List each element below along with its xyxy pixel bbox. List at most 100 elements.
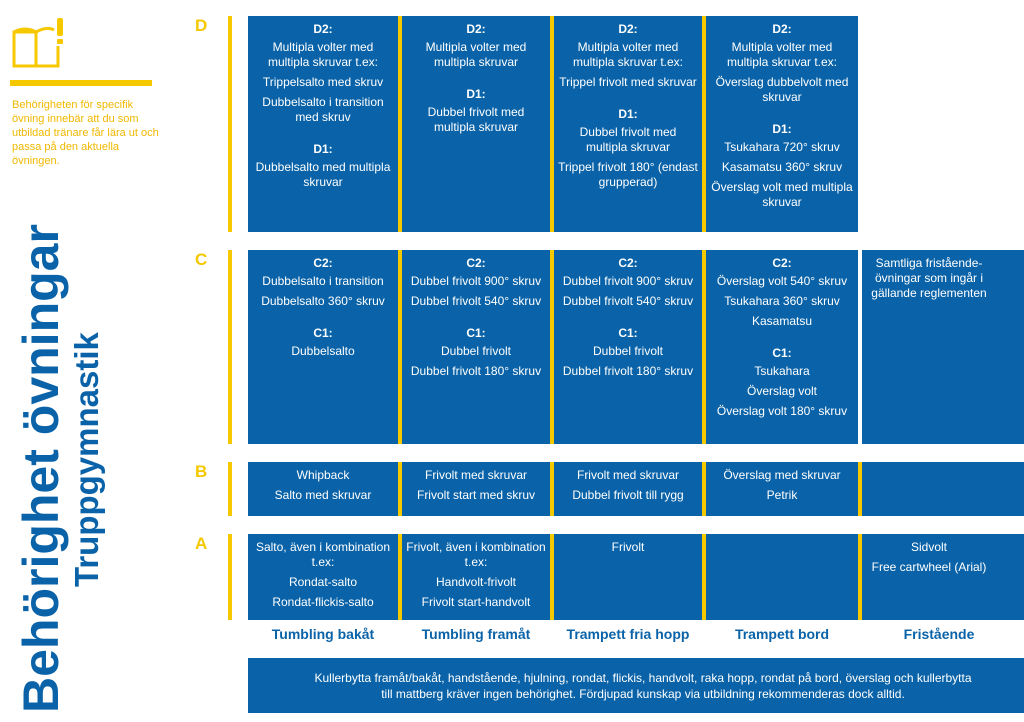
column-divider [398,534,402,620]
cell-text: Samtliga fristående-övningar som ingår i… [871,256,987,300]
cell-text: Överslag volt 180° skruv [716,404,848,418]
cell-text: Multipla volter med multipla skruvar t.e… [267,40,379,69]
cell-a-trampett-bord [706,534,858,620]
cell-text: Rondat-flickis-salto [272,595,374,609]
cell-text: Dubbel frivolt 900° skruv [410,274,542,288]
cell-text: Dubbel frivolt till rygg [572,488,684,502]
cell-d-trampett-fria-hopp: D2: Multipla volter med multipla skruvar… [554,16,702,232]
cell-text: Trippel frivolt 180° (endast grupperad) [558,160,698,189]
cell-text: Kasamatsu 360° skruv [721,160,843,174]
cell-text: Multipla volter med multipla skruvar [425,40,527,69]
cell-heading: D1: [772,122,792,136]
column-divider [550,250,554,444]
cell-text: Dubbel frivolt 180° skruv [562,364,694,378]
cell-text: Dubbel frivolt [440,344,512,358]
page-subtitle: Truppgymnastik [68,332,105,587]
cell-text: Överslag volt [746,384,818,398]
cell-text: Dubbel frivolt [592,344,664,358]
cell-a-trampett-fria-hopp: Frivolt [554,534,702,620]
cell-text: Överslag volt med multipla skruvar [711,180,853,209]
level-c-label: C [195,250,208,269]
cell-text: Petrik [766,488,798,502]
row-b: Whipback Salto med skruvar Frivolt med s… [248,462,1024,516]
cell-d-trampett-bord: D2: Multipla volter med multipla skruvar… [706,16,858,232]
cell-text: Överslag volt 540° skruv [716,274,848,288]
cell-heading: D1: [618,107,638,121]
cell-text: Kasamatsu [751,314,813,328]
page-title: Behörighet övningar [13,224,69,713]
cell-text: Dubbelsalto i transition med skruv [262,95,384,124]
cell-text: Trippel frivolt med skruvar [559,75,697,89]
cell-text: Frivolt start-handvolt [421,595,531,609]
cell-heading: D1: [313,142,333,156]
cell-d-tumbling-bakat: D2: Multipla volter med multipla skruvar… [248,16,398,232]
cell-text: Dubbel frivolt med multipla skruvar [579,125,677,154]
cell-c-tumbling-framat: C2: Dubbel frivolt 900° skruv Dubbel fri… [402,250,550,444]
column-divider [702,250,706,444]
column-divider [550,462,554,516]
cell-text: Multipla volter med multipla skruvar t.e… [726,40,838,69]
cell-text: Överslag dubbelvolt med skruvar [715,75,849,104]
cell-heading: C1: [466,326,486,340]
cell-text: Överslag med skruvar [723,468,841,482]
cell-text: Dubbelsalto [291,344,355,358]
cell-text: Dubbelsalto med multipla skruvar [255,160,391,189]
cell-heading: C1: [772,346,792,360]
cell-heading: C2: [772,256,792,270]
cell-heading: D1: [466,87,486,101]
row-c: C2: Dubbelsalto i transition Dubbelsalto… [248,250,1024,444]
cell-text: Frivolt med skruvar [576,468,680,482]
sidebar-divider [10,80,152,86]
column-divider [858,534,862,620]
column-divider [702,16,706,232]
cell-text: Tsukahara 720° skruv [724,140,840,154]
column-divider [398,462,402,516]
cell-heading: C2: [313,256,333,270]
cell-heading: C1: [618,326,638,340]
cell-text: Salto, även i kombination t.ex: [255,540,391,569]
column-label-trampett-bord: Trampett bord [734,626,830,642]
column-divider [398,16,402,232]
cell-text: Dubbelsalto i transition [262,274,384,288]
cell-text: Tsukahara 360° skruv [724,294,840,308]
cell-heading: C2: [466,256,486,270]
row-a: Salto, även i kombination t.ex: Rondat-s… [248,534,1024,620]
cell-heading: D2: [313,22,333,36]
column-divider [702,462,706,516]
cell-text: Dubbel frivolt med multipla skruvar [427,105,525,134]
cell-c-trampett-bord: C2: Överslag volt 540° skruv Tsukahara 3… [706,250,858,444]
cell-text: Frivolt, även i kombination t.ex: [406,540,546,569]
column-divider [550,534,554,620]
column-divider [398,250,402,444]
cell-c-fristaende: Samtliga fristående-övningar som ingår i… [862,250,996,444]
column-divider [702,534,706,620]
cell-heading: D2: [772,22,792,36]
cell-text: Multipla volter med multipla skruvar t.e… [572,40,684,69]
cell-b-trampett-bord: Överslag med skruvar Petrik [706,462,858,516]
column-label-tumbling-framat: Tumbling framåt [421,626,531,642]
cell-text: Dubbel frivolt 540° skruv [410,294,542,308]
column-divider [550,16,554,232]
level-c-line [228,250,232,444]
cell-c-trampett-fria-hopp: C2: Dubbel frivolt 900° skruv Dubbel fri… [554,250,702,444]
cell-a-tumbling-bakat: Salto, även i kombination t.ex: Rondat-s… [248,534,398,620]
cell-heading: D2: [618,22,638,36]
cell-a-tumbling-framat: Frivolt, även i kombination t.ex: Handvo… [402,534,550,620]
footer-note: Kullerbytta framåt/bakåt, handstående, h… [248,658,1024,713]
cell-text: Dubbelsalto 360° skruv [261,294,385,308]
level-a-line [228,534,232,620]
cell-text: Frivolt med skruvar [424,468,528,482]
book-exclamation-icon [12,18,63,68]
sidebar-note: Behörigheten för specifik övning innebär… [12,99,159,167]
level-a-label: A [195,534,208,553]
column-label-trampett-fria-hopp: Trampett fria hopp [566,626,690,642]
vertical-title-block: Behörighet övningar Truppgymnastik [13,224,106,713]
level-b-label: B [195,462,208,481]
level-b-line [228,462,232,516]
cell-text: Rondat-salto [288,575,358,589]
cell-text: Whipback [296,468,350,482]
cell-b-trampett-fria-hopp: Frivolt med skruvar Dubbel frivolt till … [554,462,702,516]
cell-text: Dubbel frivolt 180° skruv [410,364,542,378]
column-divider [858,250,862,444]
cell-d-tumbling-framat: D2: Multipla volter med multipla skruvar… [402,16,550,232]
